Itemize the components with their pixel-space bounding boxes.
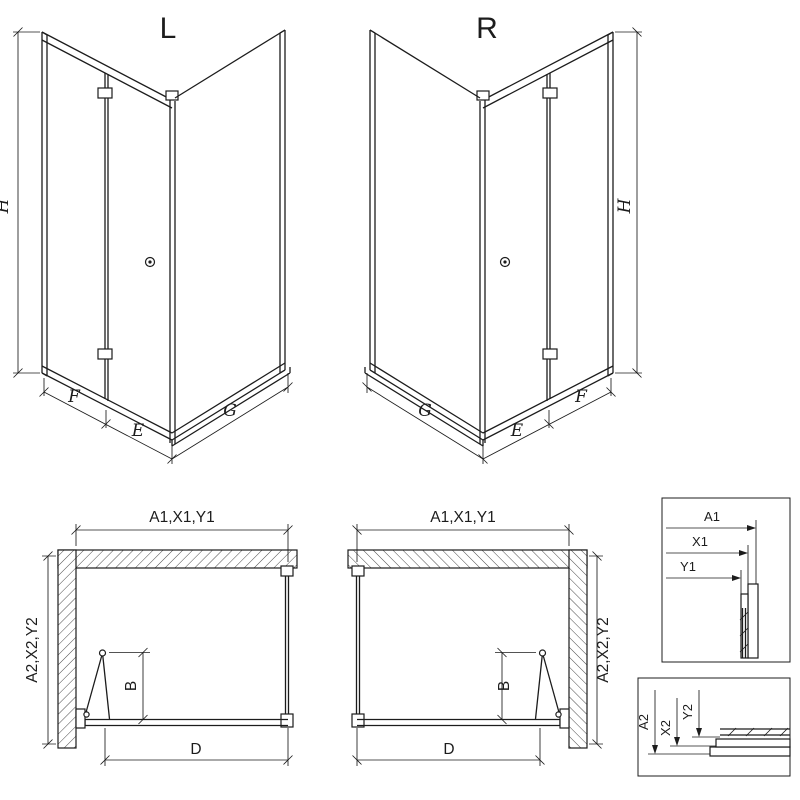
- dim-a1-plan-left: A1,X1,Y1: [149, 509, 215, 526]
- plan-view-art: [42, 524, 298, 766]
- dim-b-plan-left: B: [123, 681, 140, 691]
- detail-view-bottom: A2 X2 Y2: [636, 677, 791, 777]
- dim-d-plan-right: D: [443, 741, 454, 758]
- detail-view-top: A1 X1 Y1: [661, 497, 791, 663]
- dim-a2-plan-right: A2,X2,Y2: [595, 617, 612, 683]
- shower-3d-view-art-mirrored: [361, 26, 643, 465]
- hinge-icon: [97, 348, 113, 360]
- dim-f-left: F: [67, 387, 81, 407]
- dim-a2-plan-left: A2,X2,Y2: [24, 617, 41, 683]
- view-label-left: L: [160, 12, 177, 45]
- detail-dim-y1: Y1: [680, 559, 696, 574]
- shower-3d-view-art: [13, 27, 293, 464]
- detail-dim-a2: A2: [636, 714, 651, 730]
- dim-d-plan-left: D: [190, 741, 201, 758]
- plan-view-art-mirrored: [347, 523, 604, 767]
- detail-dim-x2: X2: [658, 720, 673, 736]
- dim-height-left: H: [0, 197, 13, 214]
- dim-g-left: G: [223, 401, 237, 421]
- wall-section-top: [57, 549, 298, 569]
- view-label-right: R: [476, 12, 498, 45]
- dim-e-right: E: [510, 421, 524, 441]
- dim-a1-plan-right: A1,X1,Y1: [430, 509, 496, 526]
- detail-dim-y2: Y2: [680, 704, 695, 720]
- detail-dim-a1: A1: [704, 509, 720, 524]
- dim-e-left: E: [131, 421, 145, 441]
- wall-section-side: [57, 549, 77, 749]
- dim-b-plan-right: B: [496, 681, 513, 691]
- dim-g-right: G: [418, 401, 432, 421]
- dim-f-right: F: [574, 387, 588, 407]
- dim-height-right: H: [615, 197, 635, 214]
- hinge-icon: [97, 87, 113, 99]
- detail-dim-x1: X1: [692, 534, 708, 549]
